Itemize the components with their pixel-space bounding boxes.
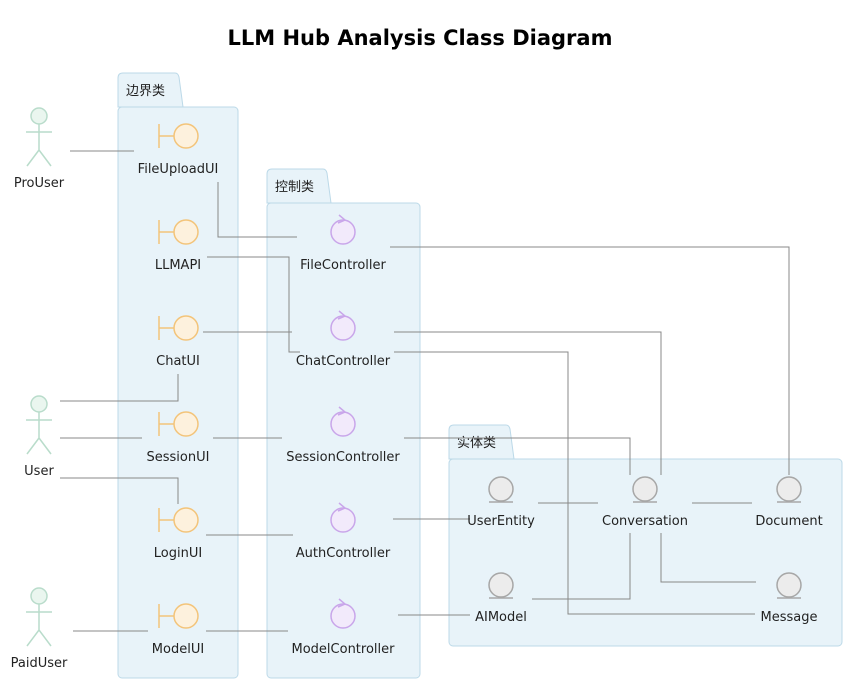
actor-prouser: ProUser: [14, 107, 65, 191]
boundary-sessionui-label: SessionUI: [147, 450, 210, 465]
control-icon: [330, 214, 356, 245]
entity-userentity-label: UserEntity: [467, 514, 535, 529]
control-icon: [330, 310, 356, 341]
control-authcontroller: AuthController: [296, 502, 391, 561]
control-icon: [330, 502, 356, 533]
entity-aimodel-label: AIModel: [475, 610, 527, 625]
actor-paiduser-label: PaidUser: [11, 656, 68, 671]
edge-fileuploadui-filecontroller: [217, 182, 297, 238]
boundary-icon: [158, 219, 199, 245]
boundary-fileuploadui-label: FileUploadUI: [138, 162, 219, 177]
edge-chatcontroller-message: [394, 351, 755, 615]
boundary-modelui: ModelUI: [152, 603, 204, 657]
boundary-loginui-label: LoginUI: [154, 546, 202, 561]
control-filecontroller: FileController: [300, 214, 387, 273]
edge-user-chatui: [60, 374, 179, 402]
edges: [60, 150, 790, 632]
control-sessioncontroller: SessionController: [286, 406, 400, 465]
entity-icon: [488, 572, 514, 599]
boundary-icon: [158, 315, 199, 341]
edge-filecontroller-document: [390, 246, 790, 475]
edge-conversation-aimodel: [532, 533, 631, 600]
control-sessioncontroller-label: SessionController: [286, 450, 400, 465]
edge-sessioncontroller-conversation: [404, 437, 631, 475]
entity-icon: [776, 572, 802, 599]
entity-icon: [632, 476, 658, 503]
boundary-icon: [158, 123, 199, 149]
boundary-icon: [158, 411, 199, 437]
control-chatcontroller: ChatController: [296, 310, 391, 369]
entity-conversation: Conversation: [602, 476, 688, 529]
boundary-icon: [158, 507, 199, 533]
control-modelcontroller-label: ModelController: [292, 642, 396, 657]
package-boundary-label: 边界类: [126, 84, 165, 99]
control-filecontroller-label: FileController: [300, 258, 386, 273]
package-entity-label: 实体类: [457, 436, 496, 451]
actor-prouser-label: ProUser: [14, 176, 65, 191]
boundary-llmapi-label: LLMAPI: [155, 258, 201, 273]
entity-aimodel: AIModel: [475, 572, 527, 625]
entity-document-label: Document: [755, 514, 822, 529]
boundary-fileuploadui: FileUploadUI: [138, 123, 219, 177]
edge-conversation-message: [660, 533, 756, 583]
entity-message: Message: [761, 572, 818, 625]
boundary-llmapi: LLMAPI: [155, 219, 201, 273]
boundary-modelui-label: ModelUI: [152, 642, 204, 657]
boundary-chatui-label: ChatUI: [156, 354, 200, 369]
entity-icon: [776, 476, 802, 503]
control-modelcontroller: ModelController: [292, 598, 396, 657]
entity-message-label: Message: [761, 610, 818, 625]
boundary-chatui: ChatUI: [156, 315, 200, 369]
control-icon: [330, 406, 356, 437]
actor-user: User: [24, 395, 54, 479]
edge-llmapi-chatcontroller: [207, 256, 300, 353]
diagram-title: LLM Hub Analysis Class Diagram: [228, 26, 613, 50]
control-icon: [330, 598, 356, 629]
package-control: 控制类: [266, 168, 421, 679]
entity-document: Document: [755, 476, 823, 529]
edge-chatcontroller-conversation: [394, 331, 662, 475]
package-control-label: 控制类: [275, 180, 314, 195]
entity-icon: [488, 476, 514, 503]
entity-conversation-label: Conversation: [602, 514, 688, 529]
entity-userentity: UserEntity: [467, 476, 535, 529]
boundary-loginui: LoginUI: [154, 507, 202, 561]
actor-paiduser: PaidUser: [11, 587, 68, 671]
boundary-sessionui: SessionUI: [147, 411, 210, 465]
actor-user-label: User: [24, 464, 54, 479]
edge-user-loginui: [60, 477, 179, 504]
boundary-icon: [158, 603, 199, 629]
control-chatcontroller-label: ChatController: [296, 354, 391, 369]
control-authcontroller-label: AuthController: [296, 546, 391, 561]
